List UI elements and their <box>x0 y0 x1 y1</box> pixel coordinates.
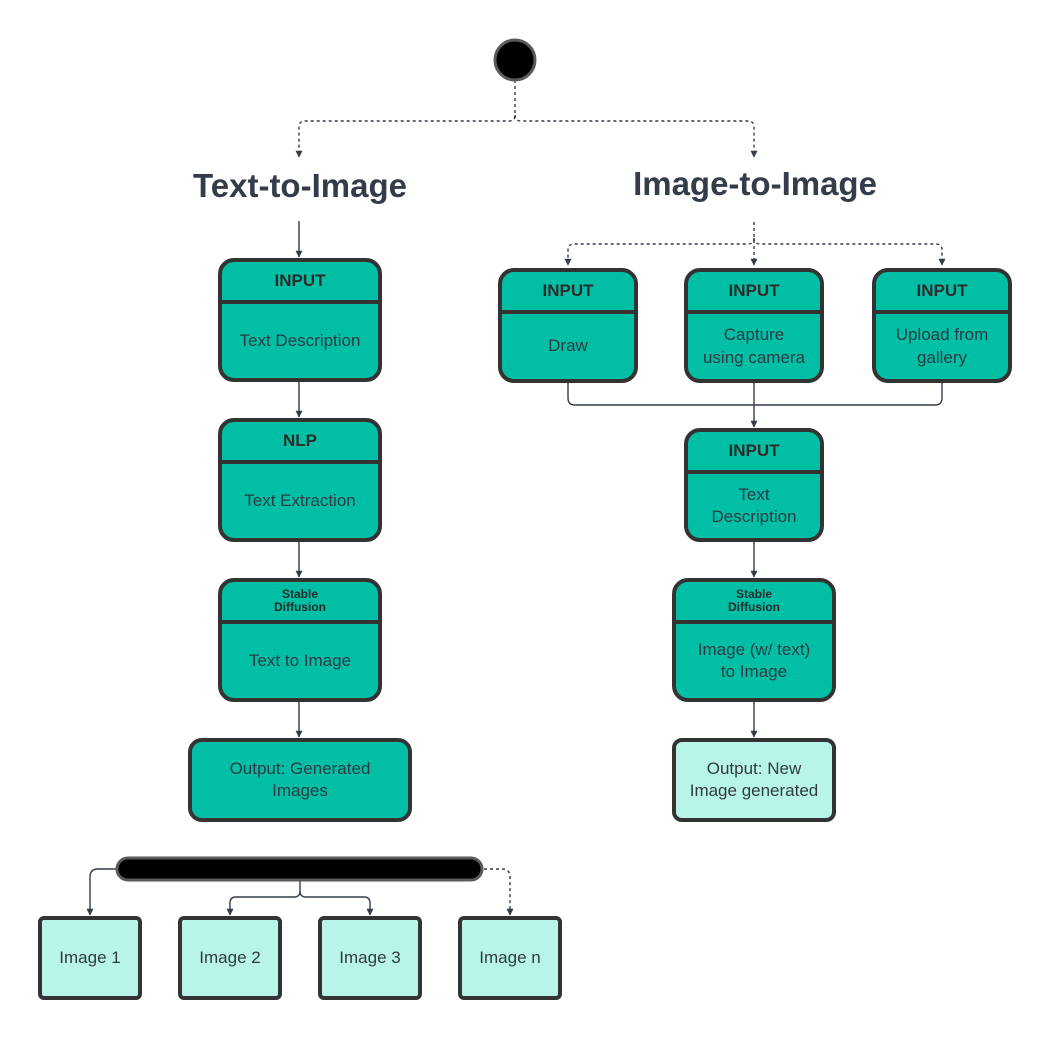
stable-diffusion-node: Stable Diffusion Text to Image <box>218 578 382 702</box>
fork-connector <box>299 890 374 916</box>
split-connector <box>564 237 755 266</box>
node-body: Draw <box>548 336 588 356</box>
camera-input-node: INPUT Capture using camera <box>684 268 824 383</box>
nlp-node: NLP Text Extraction <box>218 418 382 542</box>
node-header: INPUT <box>222 262 378 304</box>
image-1-box: Image 1 <box>38 916 142 1000</box>
start-node <box>493 38 537 82</box>
image-3-box: Image 3 <box>318 916 422 1000</box>
start-connector <box>295 80 516 158</box>
node-body: Upload from gallery <box>895 325 989 367</box>
node-header: NLP <box>222 422 378 464</box>
output-new-image-node: Output: New Image generated <box>672 738 836 822</box>
node-body: Text Extraction <box>244 490 356 510</box>
node-body: Capture using camera <box>702 325 806 367</box>
node-header: Stable Diffusion <box>222 582 378 624</box>
image-diffusion-node: Stable Diffusion Image (w/ text) to Imag… <box>672 578 836 702</box>
node-body: Image (w/ text) to Image <box>697 639 811 681</box>
output-generated-images-node: Output: Generated Images <box>188 738 412 822</box>
image-n-box: Image n <box>458 916 562 1000</box>
draw-input-node: INPUT Draw <box>498 268 638 383</box>
lane-title-text-to-image: Text-to-Image <box>193 167 407 204</box>
node-body: Text Description <box>711 484 797 526</box>
node-body: Text to Image <box>248 650 352 670</box>
start-connector <box>514 114 758 158</box>
merge-connector <box>567 382 943 406</box>
fork-connector <box>226 880 301 916</box>
fork-connector <box>86 868 122 916</box>
node-header: INPUT <box>688 432 820 474</box>
text-description-input-node: INPUT Text Description <box>684 428 824 542</box>
node-header: INPUT <box>876 272 1008 314</box>
fork-connector <box>478 868 514 916</box>
fork-bar <box>115 856 484 882</box>
gallery-input-node: INPUT Upload from gallery <box>872 268 1012 383</box>
text-input-node: INPUT Text Description <box>218 258 382 382</box>
node-body: Text Description <box>239 330 361 350</box>
node-header: INPUT <box>688 272 820 314</box>
image-2-box: Image 2 <box>178 916 282 1000</box>
node-header: Stable Diffusion <box>676 582 832 624</box>
node-header: INPUT <box>502 272 634 314</box>
lane-title-image-to-image: Image-to-Image <box>633 165 877 202</box>
split-connector <box>753 237 946 266</box>
